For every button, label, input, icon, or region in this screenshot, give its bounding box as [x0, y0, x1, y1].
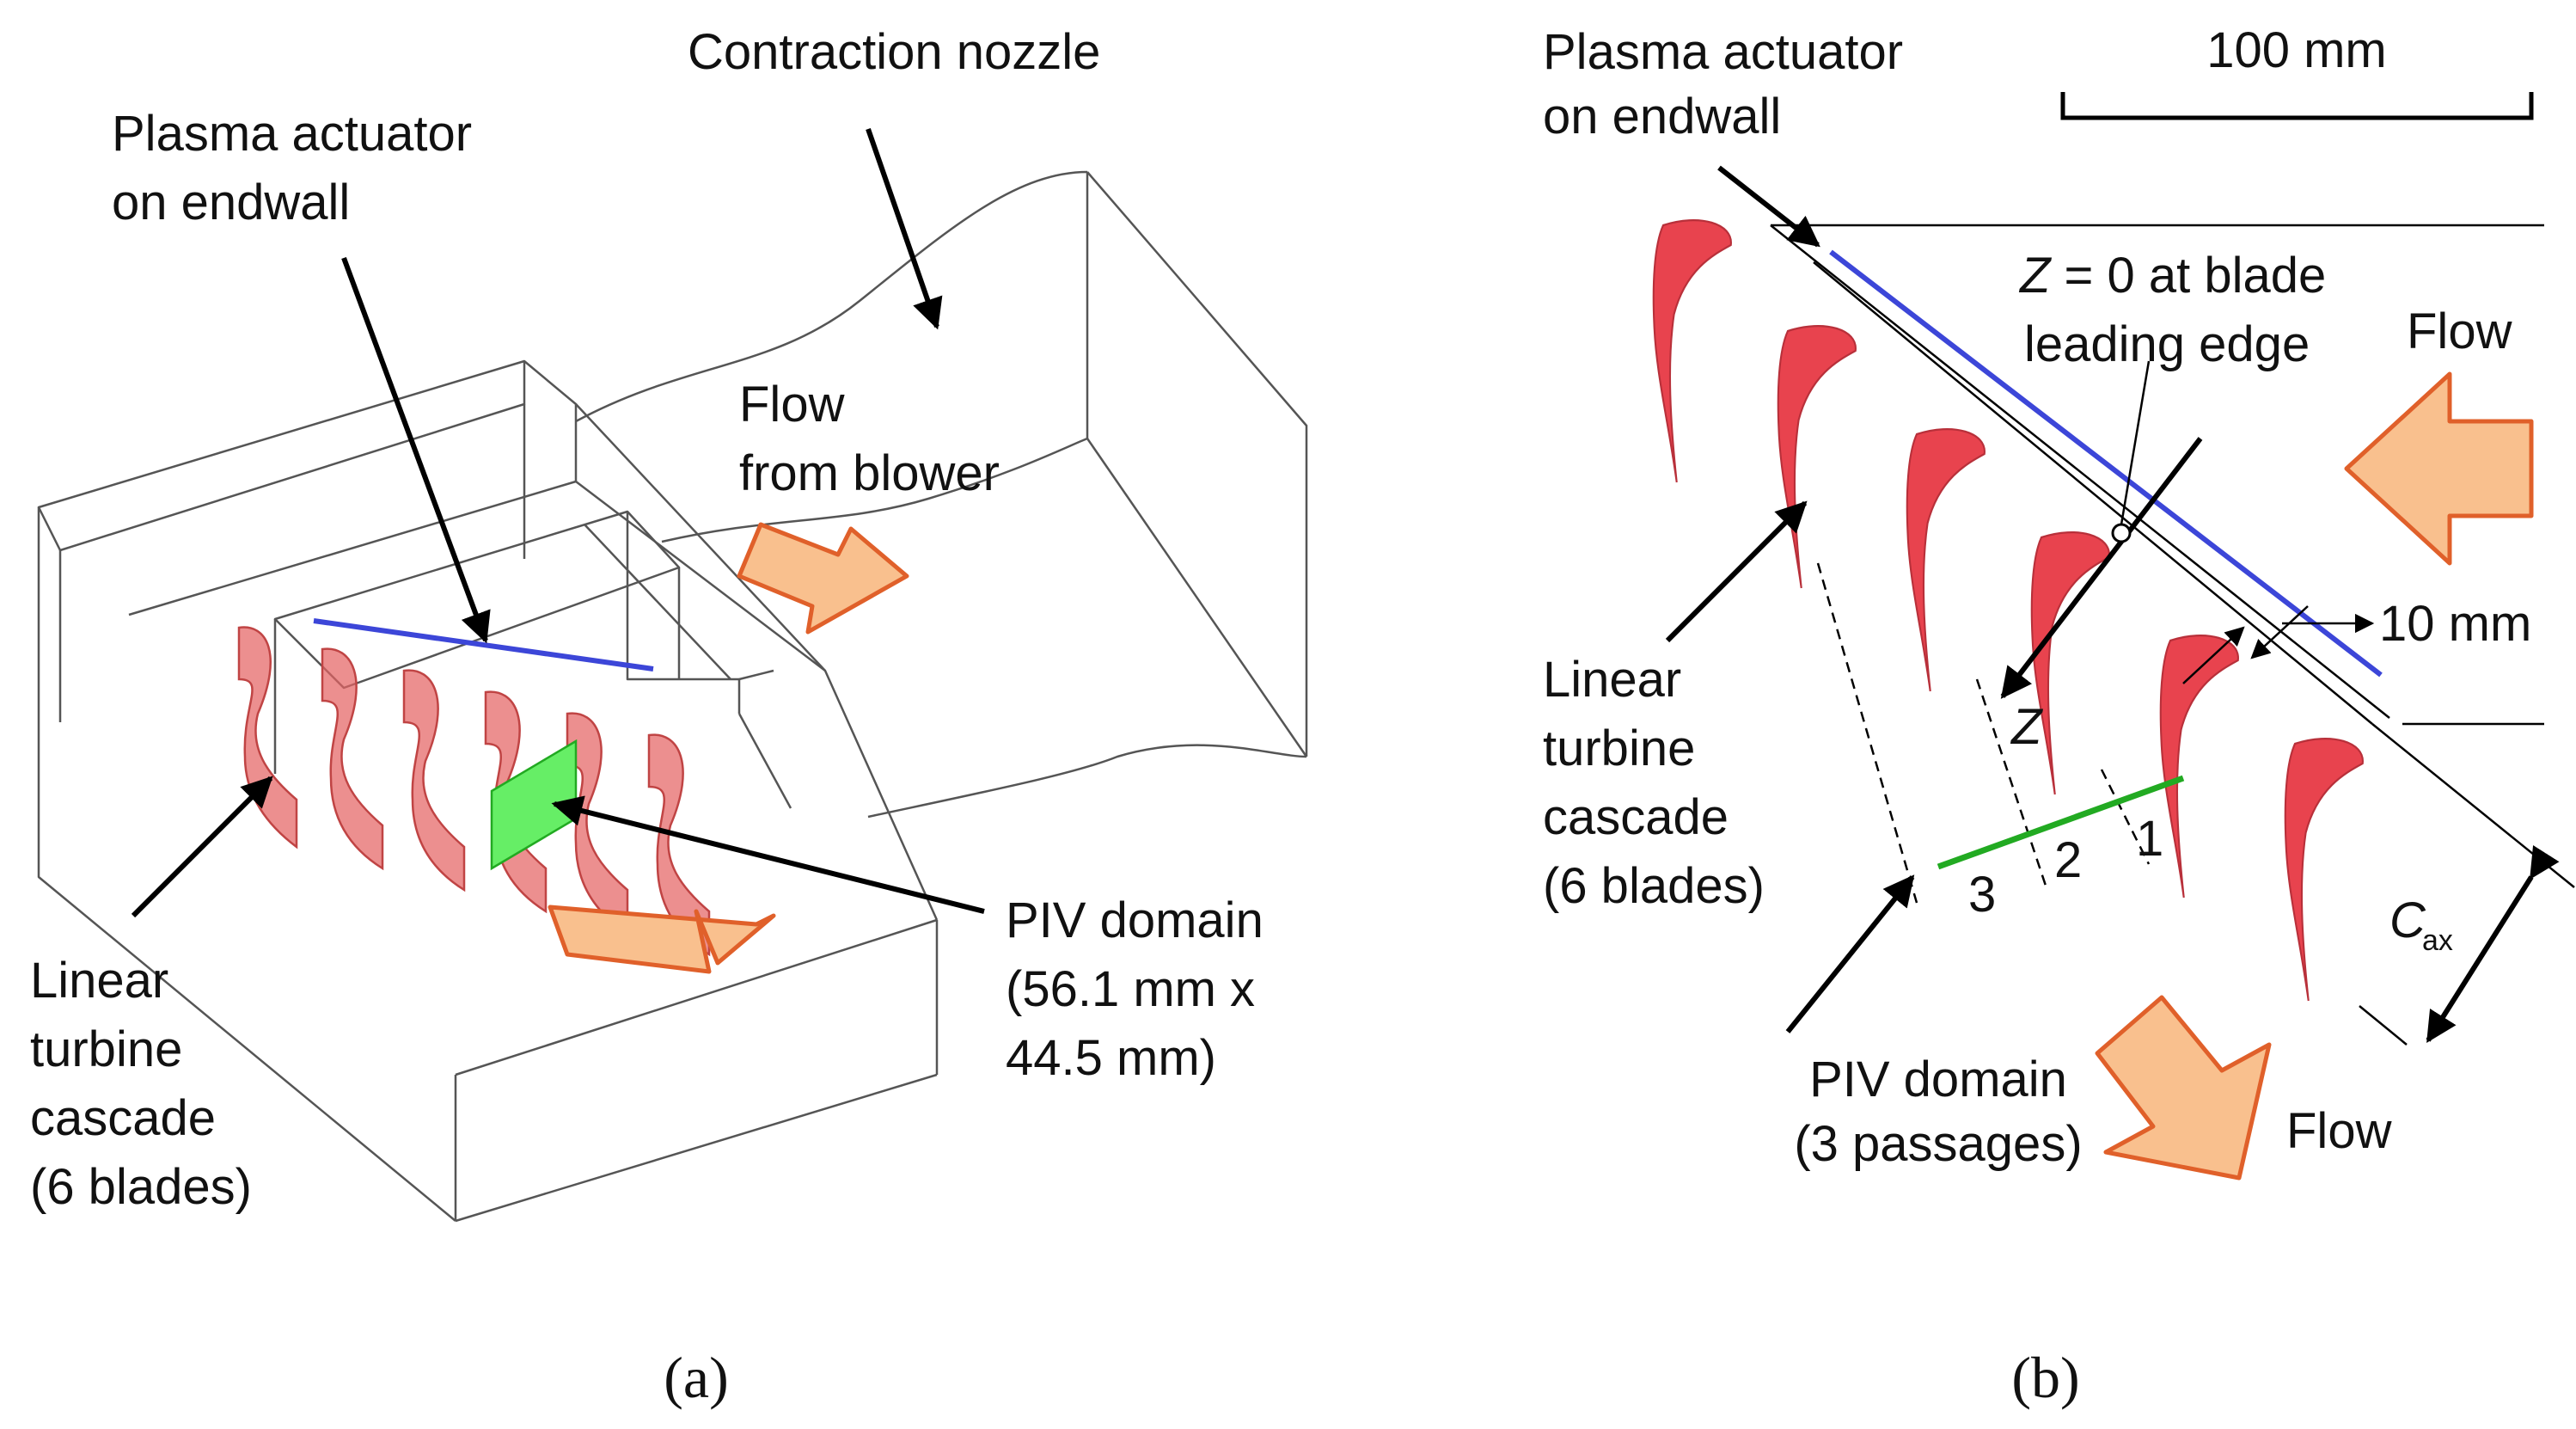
cascade-pointer-b [1665, 500, 1808, 643]
blade-3d-1 [237, 626, 298, 849]
actuator-pointer-b [1717, 165, 1820, 248]
cascade-label-a-4: (6 blades) [30, 1159, 252, 1215]
cax-label: C [2389, 892, 2426, 948]
blade-2d-1 [1652, 218, 1733, 484]
actuator-pointer-a [341, 256, 491, 644]
panel-a: Contraction nozzle Plasma actuator on en… [30, 24, 1308, 1410]
contraction-nozzle [575, 170, 1308, 819]
plasma-actuator-label-b-2: on endwall [1543, 89, 1781, 144]
plasma-actuator-label-a-2: on endwall [112, 175, 350, 230]
passage-label-3: 3 [1968, 867, 1996, 923]
passage-label-1: 1 [2136, 811, 2163, 867]
panel-b: Plasma actuator on endwall 100 mm Z = 0 … [1543, 22, 2575, 1410]
test-section-box [37, 359, 939, 1223]
flow-arrow-inlet [737, 522, 909, 635]
caption-b: (b) [2011, 1345, 2079, 1410]
piv-label-b-2: (3 passages) [1794, 1116, 2082, 1172]
cascade-label-b-2: turbine [1543, 721, 1695, 776]
plasma-actuator-label-b-1: Plasma actuator [1543, 24, 1903, 80]
flow-out-label-b: Flow [2286, 1103, 2393, 1159]
flow-arrow-in-b [2344, 371, 2534, 566]
plasma-actuator-label-a-1: Plasma actuator [112, 106, 472, 162]
caption-a: (a) [664, 1345, 728, 1410]
cascade-label-a-2: turbine [30, 1021, 182, 1077]
blade-2d-5 [2159, 634, 2240, 899]
piv-label-a-2: (56.1 mm x [1006, 961, 1255, 1017]
plasma-actuator-line [313, 618, 654, 672]
piv-domain-line [1937, 775, 2185, 870]
plasma-actuator-line-b [1829, 249, 2383, 678]
flow-arrow-outlet [548, 905, 776, 974]
cascade-label-a-3: cascade [30, 1090, 216, 1146]
blade-2d-6 [2284, 737, 2365, 1003]
flow-in-label-b: Flow [2407, 304, 2513, 359]
blade-2d-2 [1777, 324, 1857, 590]
piv-pointer-a [551, 795, 985, 914]
piv-label-b-1: PIV domain [1809, 1052, 2067, 1107]
cascade-blades-3d [237, 626, 711, 957]
flow-label-a-1: Flow [739, 377, 846, 432]
cascade-pointer-a [131, 776, 273, 918]
z0-label-2: leading edge [2024, 316, 2310, 372]
scale-bar [2060, 92, 2534, 120]
cax-subscript: ax [2422, 924, 2453, 957]
contraction-nozzle-label: Contraction nozzle [688, 24, 1100, 80]
z0-marker [2111, 523, 2132, 543]
cascade-label-b-1: Linear [1543, 652, 1681, 708]
z0-label-1: Z = 0 at blade [2018, 248, 2326, 304]
piv-label-a-1: PIV domain [1006, 892, 1264, 948]
blade-3d-2 [321, 647, 384, 871]
piv-pointer-b [1785, 874, 1915, 1033]
nozzle-pointer [866, 128, 943, 330]
passage-label-2: 2 [2054, 832, 2082, 888]
blade-2d-3 [1906, 427, 1986, 693]
z-axis [2000, 437, 2203, 699]
piv-label-a-3: 44.5 mm) [1006, 1030, 1216, 1086]
cascade-label-b-4: (6 blades) [1543, 858, 1765, 914]
flow-label-a-2: from blower [739, 445, 1000, 501]
cascade-label-a-1: Linear [30, 953, 168, 1009]
scale-bar-label: 100 mm [2206, 22, 2387, 78]
cax-dimension [2426, 844, 2560, 1044]
z-axis-label: Z [2010, 699, 2044, 755]
flow-arrow-out-b [2095, 995, 2272, 1181]
cascade-label-b-3: cascade [1543, 789, 1729, 845]
gap-label: 10 mm [2379, 596, 2531, 652]
blade-3d-3 [402, 669, 466, 892]
